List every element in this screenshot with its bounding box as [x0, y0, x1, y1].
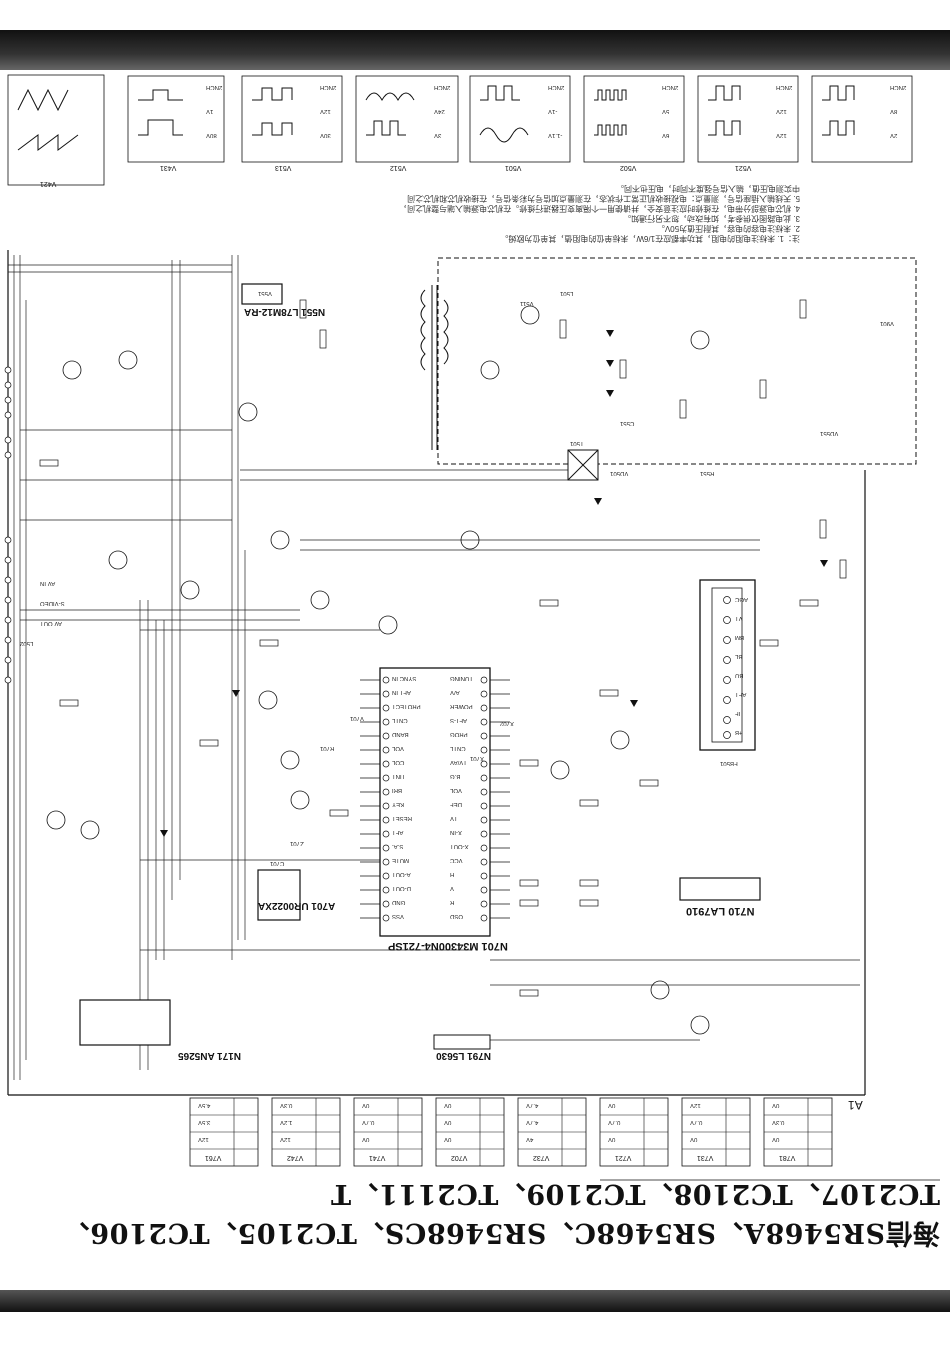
table-id: V513	[275, 164, 292, 171]
table-id: V761	[205, 1154, 222, 1161]
prog-ic-label: A701 UR0022XA	[258, 900, 336, 911]
note-line: 中实测电压值，输入信号强度不同时，电压也不同。	[616, 184, 800, 193]
transistors	[46, 305, 710, 1035]
chip-a701	[257, 869, 301, 921]
diodes	[160, 330, 828, 837]
board-border	[7, 250, 866, 1096]
table-id: V721	[615, 1154, 632, 1161]
table-id: V501	[505, 164, 522, 171]
mcu-label: N701 M34300N4-721SP	[388, 940, 508, 952]
table-id: V431	[160, 164, 177, 171]
chip-n551	[241, 283, 283, 305]
tuner-ic-label: N710 LA7910	[686, 905, 755, 917]
power-transformer	[420, 285, 599, 481]
table-id: V512	[390, 164, 407, 171]
chip-n791	[433, 1034, 491, 1050]
note-line: 5. 天线输入插座信号，测量点：电视接收机正常工作状态，在测量点加信号为彩条信号…	[407, 194, 800, 203]
table-id: V502	[620, 164, 637, 171]
table-id: V521	[735, 164, 752, 171]
reg-ic-label: N551 L78M12-RA	[244, 306, 326, 317]
chip-n171	[79, 999, 171, 1046]
components	[39, 299, 847, 997]
board-label: A1	[848, 1098, 863, 1112]
table-id: V732	[533, 1154, 550, 1161]
dac-ic-label: N791 L5630	[436, 1050, 492, 1061]
document-title: 海信SR5468A、SR5468C、SR5468CS、TC2105、TC2106…	[62, 1178, 940, 1248]
notes-block: 注：1. 未标注电阻的电阻，其功率都应在1/6W，未标单位的电阻值，其单位为欧姆…	[240, 184, 800, 243]
table-id: V702	[451, 1154, 468, 1161]
top-waveform-tables	[7, 74, 913, 186]
table-id: V741	[369, 1154, 386, 1161]
audio-ic-label: N171 AN5265	[178, 1050, 242, 1061]
power-supply-region	[437, 257, 917, 465]
table-id: V781	[779, 1154, 796, 1161]
table-id: V731	[697, 1154, 714, 1161]
mcu-chip-n701	[360, 667, 510, 937]
bottom-table-gridlines	[190, 1098, 832, 1166]
scan-edge-top	[0, 30, 950, 70]
note-line: 3. 此电路图仅供参考，如有改动，恕不另行通知。	[623, 214, 800, 223]
horizontal-bus-lines	[8, 264, 860, 1041]
note-line: 4. 机芯电源部分带电，在维修时应注意安全，并请使用一个隔离变压器进行维修。在机…	[399, 204, 800, 213]
left-bus-lines	[13, 255, 246, 1080]
table-id: V742	[287, 1154, 304, 1161]
table-id: V421	[40, 180, 57, 187]
tuner-module	[699, 579, 756, 751]
chip-n710	[679, 877, 761, 901]
note-line: 注：1. 未标注电阻的电阻，其功率都应在1/6W，未标单位的电阻值，其单位为欧姆…	[500, 234, 800, 243]
note-line: 2. 未标注电容的电容，其耐压值为50V。	[656, 224, 800, 233]
scan-edge-bottom	[0, 1290, 950, 1312]
left-connector-pads	[4, 366, 12, 684]
waveform-traces	[17, 85, 855, 151]
